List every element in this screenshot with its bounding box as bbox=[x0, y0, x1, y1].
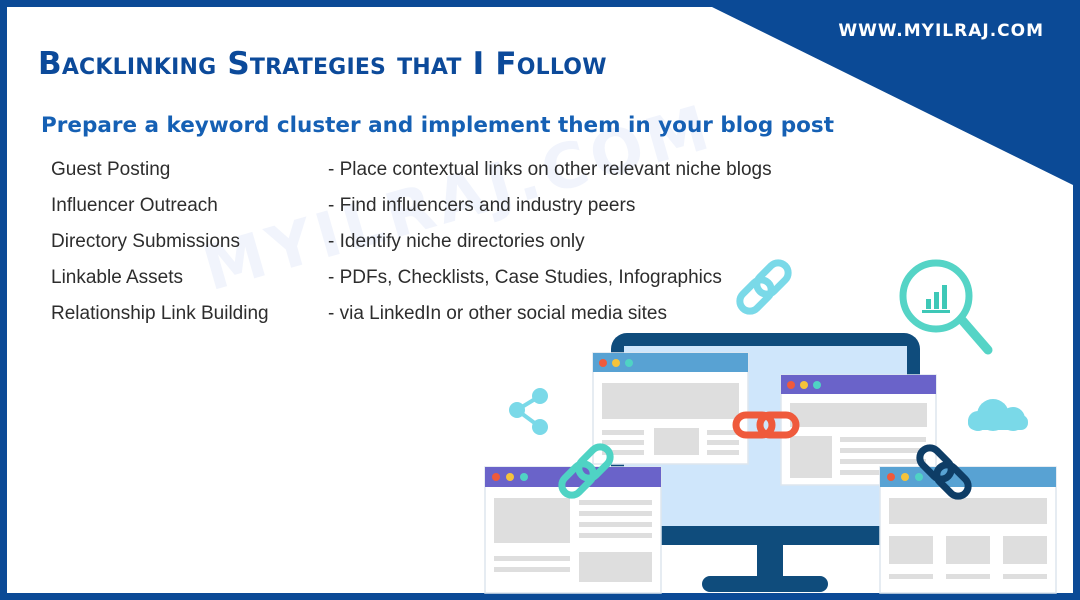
strategy-row: Linkable Assets - PDFs, Checklists, Case… bbox=[51, 260, 811, 296]
strategy-row: Guest Posting - Place contextual links o… bbox=[51, 152, 811, 188]
strategy-description: - via LinkedIn or other social media sit… bbox=[328, 303, 667, 324]
strategy-name: Directory Submissions bbox=[51, 231, 240, 252]
strategy-row: Relationship Link Building - via LinkedI… bbox=[51, 296, 811, 332]
strategy-name: Relationship Link Building bbox=[51, 303, 269, 324]
strategy-description: - Find influencers and industry peers bbox=[328, 195, 636, 216]
strategy-name: Guest Posting bbox=[51, 159, 171, 180]
browser-window-icon bbox=[592, 352, 749, 465]
share-icon bbox=[509, 388, 548, 435]
browser-window-icon bbox=[879, 466, 1057, 594]
strategy-description: - Identify niche directories only bbox=[328, 231, 585, 252]
page-title: Backlinking Strategies that I Follow bbox=[38, 46, 607, 82]
cloud-icon bbox=[968, 399, 1028, 431]
website-url: WWW.MYILRAJ.COM bbox=[838, 21, 1044, 41]
backlink-illustration bbox=[484, 250, 1057, 594]
browser-window-icon bbox=[780, 374, 937, 486]
strategy-name: Influencer Outreach bbox=[51, 195, 218, 216]
strategy-description: - PDFs, Checklists, Case Studies, Infogr… bbox=[328, 267, 722, 288]
strategy-row: Influencer Outreach - Find influencers a… bbox=[51, 188, 811, 224]
strategy-name: Linkable Assets bbox=[51, 267, 184, 288]
browser-window-icon bbox=[484, 466, 662, 594]
strategy-list: Guest Posting - Place contextual links o… bbox=[51, 152, 811, 332]
subtitle: Prepare a keyword cluster and implement … bbox=[41, 113, 834, 138]
strategy-row: Directory Submissions - Identify niche d… bbox=[51, 224, 811, 260]
strategy-description: - Place contextual links on other releva… bbox=[328, 159, 772, 180]
chain-link-icon bbox=[736, 259, 793, 316]
magnifier-chart-icon bbox=[899, 259, 993, 355]
